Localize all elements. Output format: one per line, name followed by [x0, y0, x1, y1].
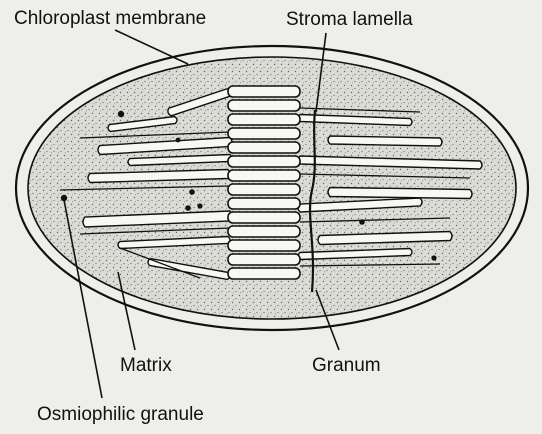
- granum-disc: [228, 240, 300, 251]
- granum-disc: [228, 268, 300, 279]
- stroma-thylakoid: [328, 188, 472, 199]
- label-matrix: Matrix: [120, 356, 172, 375]
- granum-disc: [228, 128, 300, 139]
- granum-disc: [228, 170, 300, 181]
- label-chloroplast-membrane: Chloroplast membrane: [14, 9, 206, 28]
- granum-disc: [228, 212, 300, 223]
- osmiophilic-granule: [118, 111, 124, 117]
- osmiophilic-granule: [189, 189, 195, 195]
- leader-chloroplast-membrane: [115, 30, 188, 64]
- osmiophilic-granule: [185, 205, 191, 211]
- osmiophilic-granule: [359, 219, 365, 225]
- granum-disc: [228, 198, 300, 209]
- granum-disc: [228, 156, 300, 167]
- granum-disc: [228, 254, 300, 265]
- label-granum: Granum: [312, 356, 381, 375]
- granum-disc: [228, 114, 300, 125]
- granum-disc: [228, 226, 300, 237]
- osmiophilic-granule: [431, 255, 436, 260]
- granum-disc: [228, 184, 300, 195]
- osmiophilic-granule: [197, 203, 202, 208]
- label-osmiophilic-granule: Osmiophilic granule: [37, 405, 204, 424]
- stroma-thylakoid: [328, 136, 442, 146]
- granum-disc: [228, 142, 300, 153]
- osmiophilic-granule: [176, 138, 181, 143]
- granum-disc: [228, 100, 300, 111]
- label-stroma-lamella: Stroma lamella: [286, 10, 413, 29]
- granum-disc: [228, 86, 300, 97]
